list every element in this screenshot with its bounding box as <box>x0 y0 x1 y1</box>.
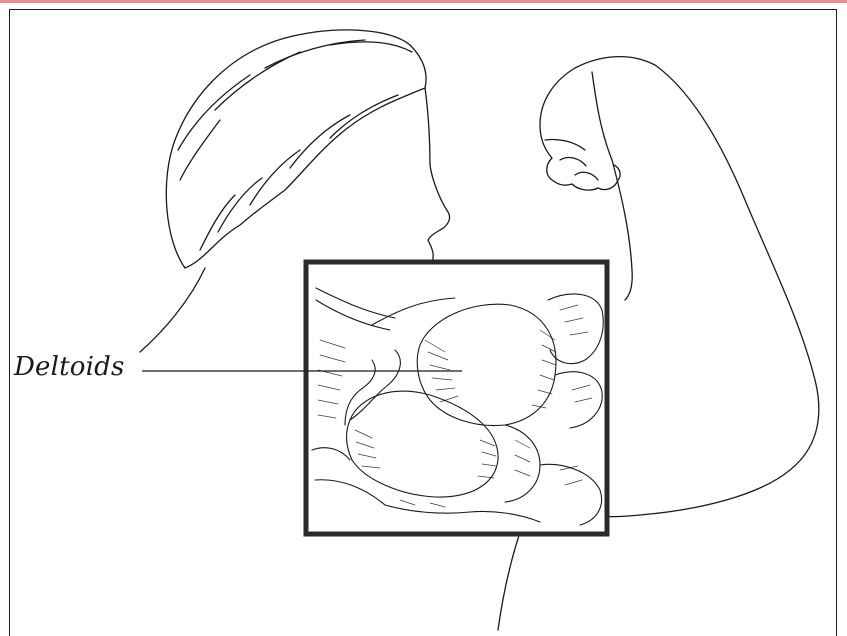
deltoid-inset <box>306 262 607 534</box>
fist-outline <box>540 68 620 190</box>
neck-back-line <box>140 268 205 352</box>
inset-border <box>306 262 607 534</box>
forearm-inner-line <box>612 160 632 300</box>
arm-outer-line <box>575 57 819 517</box>
hair-fringe <box>185 88 425 268</box>
deltoids-label: Deltoids <box>14 352 125 382</box>
head-hair-outline <box>166 30 426 268</box>
